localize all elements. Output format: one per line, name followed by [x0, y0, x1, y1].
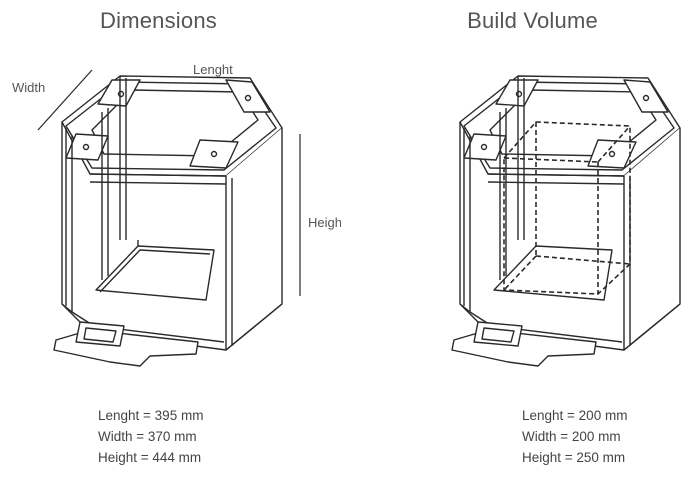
length-label: Lenght: [193, 62, 233, 77]
build-volume-title: Build Volume: [467, 8, 598, 33]
dimensions-height-spec: Height = 444 mm: [98, 450, 202, 465]
printer-dimensions-drawing: Width Lenght Height: [12, 62, 341, 367]
dimensions-specs: Lenght = 395 mm Width = 370 mm Height = …: [98, 405, 203, 468]
printer-foot: [53, 329, 199, 367]
build-length-spec: Lenght = 200 mm: [522, 408, 628, 423]
dimensions-width-spec: Width = 370 mm: [98, 429, 197, 444]
height-label: Height: [308, 215, 341, 230]
print-bed: [95, 245, 215, 301]
printer-build-volume-drawing: [451, 75, 681, 367]
build-width-spec: Width = 200 mm: [522, 429, 621, 444]
build-height-spec: Height = 250 mm: [522, 450, 626, 465]
dimensions-length-spec: Lenght = 395 mm: [98, 408, 204, 423]
build-volume-panel: Build Volume: [342, 0, 683, 481]
dimensions-panel: Dimensions: [0, 0, 341, 481]
touch-screen: [75, 321, 125, 347]
build-volume-specs: Lenght = 200 mm Width = 200 mm Height = …: [522, 405, 627, 468]
dimensions-title: Dimensions: [100, 8, 217, 33]
width-label: Width: [12, 80, 45, 95]
build-volume-box: [503, 121, 631, 295]
width-dimension-line: [37, 69, 93, 131]
